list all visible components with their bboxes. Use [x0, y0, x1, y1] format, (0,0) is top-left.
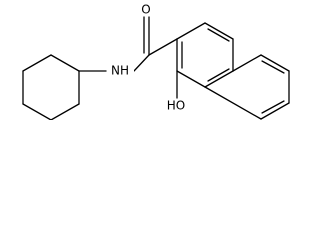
- chemical-structure-diagram: O NH HO: [22, 2, 290, 120]
- carbonyl-oxygen-label: O: [141, 3, 150, 17]
- naphthalene-ring-a: [176, 22, 234, 88]
- carbonyl-ring-bond: [148, 38, 178, 56]
- label-bg: [163, 99, 189, 113]
- label-bg: [107, 64, 134, 78]
- label-bg: [137, 2, 151, 16]
- hydroxyl-label: HO: [167, 99, 185, 113]
- carbonyl-double-bond: [143, 16, 150, 56]
- n-carbonyl-bond: [133, 54, 150, 72]
- amide-nitrogen-label: NH: [111, 64, 129, 78]
- cyclohexyl-ring: [22, 54, 80, 120]
- naphthalene-ring-b: [204, 54, 290, 120]
